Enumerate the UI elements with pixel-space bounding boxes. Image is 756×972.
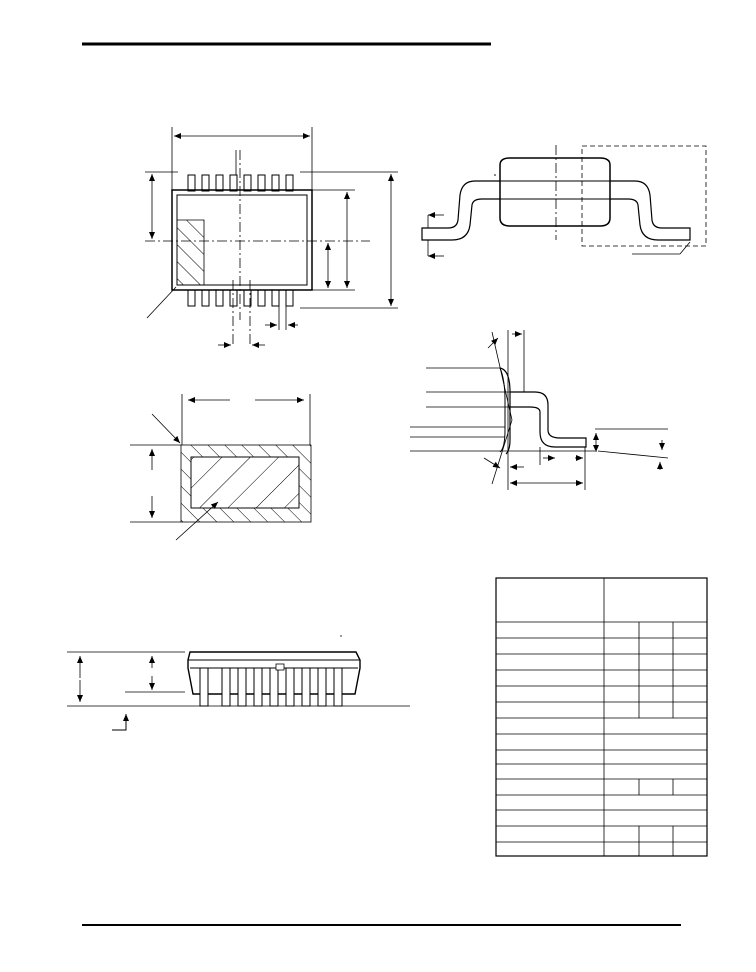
dimension-table bbox=[495, 577, 708, 857]
package-end-view bbox=[67, 651, 410, 731]
bottom-pin-row bbox=[187, 289, 294, 307]
package-side-view bbox=[421, 145, 707, 259]
lead-form-detail bbox=[410, 330, 669, 490]
end-view-leads bbox=[199, 667, 343, 707]
pad-pattern-detail bbox=[130, 394, 312, 541]
package-top-view bbox=[145, 127, 398, 348]
top-pin-row bbox=[187, 174, 294, 192]
